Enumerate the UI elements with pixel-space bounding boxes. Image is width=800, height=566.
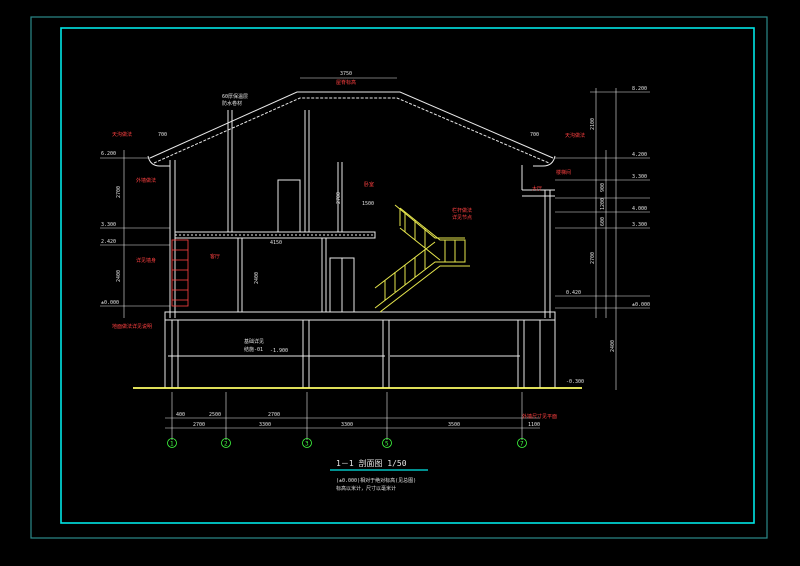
inner-frame [60, 27, 755, 524]
left-wall-note-3: 地面做法详见说明 [112, 323, 152, 330]
right-level-2: 4.200 [632, 152, 647, 158]
axis-label-1: 1 [170, 441, 174, 448]
right-dim-1: 2100 [590, 118, 596, 130]
ridge-dim: 3750 [340, 71, 352, 77]
outer-frame [30, 16, 768, 539]
ridge-note: 屋脊标高 [336, 79, 356, 86]
foundation-note-1: 基础详见 [244, 338, 264, 345]
bottom-row1-dim-1: 400 [176, 412, 185, 418]
bottom-row1-dim-2: 2500 [209, 412, 221, 418]
left-dim-1: 2700 [116, 186, 122, 198]
axis-label-3: 3 [305, 441, 309, 448]
left-level-3: 2.420 [101, 239, 116, 245]
bottom-right-note: 外墙尺寸见平面 [522, 413, 557, 420]
eave-dim-right: 700 [530, 132, 539, 138]
roof-note-1: 60厚保温层 [222, 93, 248, 100]
mid-dim-1: 2700 [336, 192, 342, 204]
mid-dim-4: 2400 [254, 272, 260, 284]
left-wall-note-1: 外墙做法 [136, 177, 156, 184]
right-dim-2: 900 [600, 183, 606, 192]
left-wall-note-2: 详见墙身 [136, 257, 156, 264]
axis-label-4: 5 [385, 441, 389, 448]
axis-bubbles [167, 438, 527, 448]
stair-note-2: 详见节点 [452, 214, 472, 221]
bottom-row2-dim-4: 3500 [448, 422, 460, 428]
left-level-4: ±0.000 [101, 300, 119, 306]
left-dim-2: 2400 [116, 270, 122, 282]
drawing-subtitle-1: (±0.000)相对于绝对标高(见总图) [336, 477, 416, 484]
right-dim-3: 1200 [600, 198, 606, 210]
right-dim-5: 2700 [590, 252, 596, 264]
drawing-title: 1－1 剖面图 1/50 [336, 458, 407, 468]
left-gutter-note: 天沟做法 [112, 131, 132, 138]
stair-note-1: 栏杆做法 [452, 207, 472, 214]
left-level-1: 6.200 [101, 151, 116, 157]
left-level-2: 3.300 [101, 222, 116, 228]
foundation-note-2: 结施-01 [244, 346, 263, 353]
left-level-markers [100, 150, 170, 318]
right-level-markers [555, 88, 650, 390]
building-structure [164, 110, 556, 388]
main-stair [374, 204, 470, 313]
left-stair-detail [171, 239, 189, 307]
foundation-level: -1.900 [270, 348, 288, 354]
bottom-row1-dim-3: 2700 [268, 412, 280, 418]
roof-note-2: 防水卷材 [222, 100, 242, 107]
right-level-6: 0.420 [566, 290, 581, 296]
mid-dim-3: 1500 [362, 201, 374, 207]
ground-level: -0.300 [566, 379, 584, 385]
bottom-row2-dim-1: 2700 [193, 422, 205, 428]
right-level-1: 8.200 [632, 86, 647, 92]
bottom-row2-dim-2: 3300 [259, 422, 271, 428]
room-label-2: 客厅 [210, 253, 220, 260]
bottom-row2-dim-3: 3300 [341, 422, 353, 428]
bottom-dim-lines [165, 392, 540, 440]
room-label-4: 大厅 [532, 185, 542, 192]
room-label-1: 卧室 [364, 181, 374, 188]
room-label-3: 楼梯间 [556, 169, 571, 176]
right-gutter-note: 天沟做法 [565, 132, 585, 139]
right-dim-4: 600 [600, 217, 606, 226]
right-level-5: 3.300 [632, 222, 647, 228]
right-level-7: ±0.000 [632, 302, 650, 308]
axis-label-2: 2 [224, 441, 228, 448]
right-level-4: 4.000 [632, 206, 647, 212]
axis-label-5: 7 [520, 441, 524, 448]
mid-dim-2: 4150 [270, 240, 282, 246]
roof [147, 91, 556, 167]
right-dim-6: 2400 [610, 340, 616, 352]
eave-dim-left: 700 [158, 132, 167, 138]
right-level-3: 3.300 [632, 174, 647, 180]
bottom-row2-dim-5: 1100 [528, 422, 540, 428]
drawing-subtitle-2: 标高以米计，尺寸以毫米计 [336, 485, 396, 492]
